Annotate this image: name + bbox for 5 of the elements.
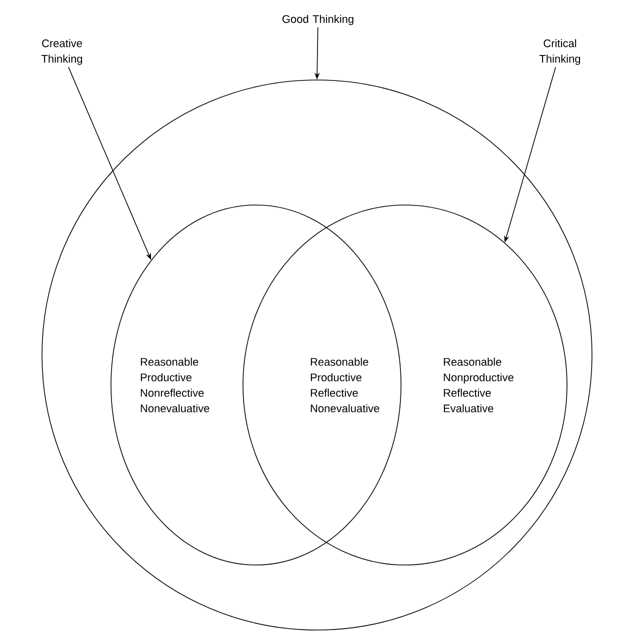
heading-label: Creative Thinking	[41, 39, 82, 65]
outer-circle	[42, 80, 592, 630]
heading-label: Critical Thinking	[539, 39, 580, 65]
heading-label: Good Thinking	[282, 14, 354, 26]
overlap-text: Reasonable Productive Reflective Nonevaluative	[310, 358, 380, 412]
